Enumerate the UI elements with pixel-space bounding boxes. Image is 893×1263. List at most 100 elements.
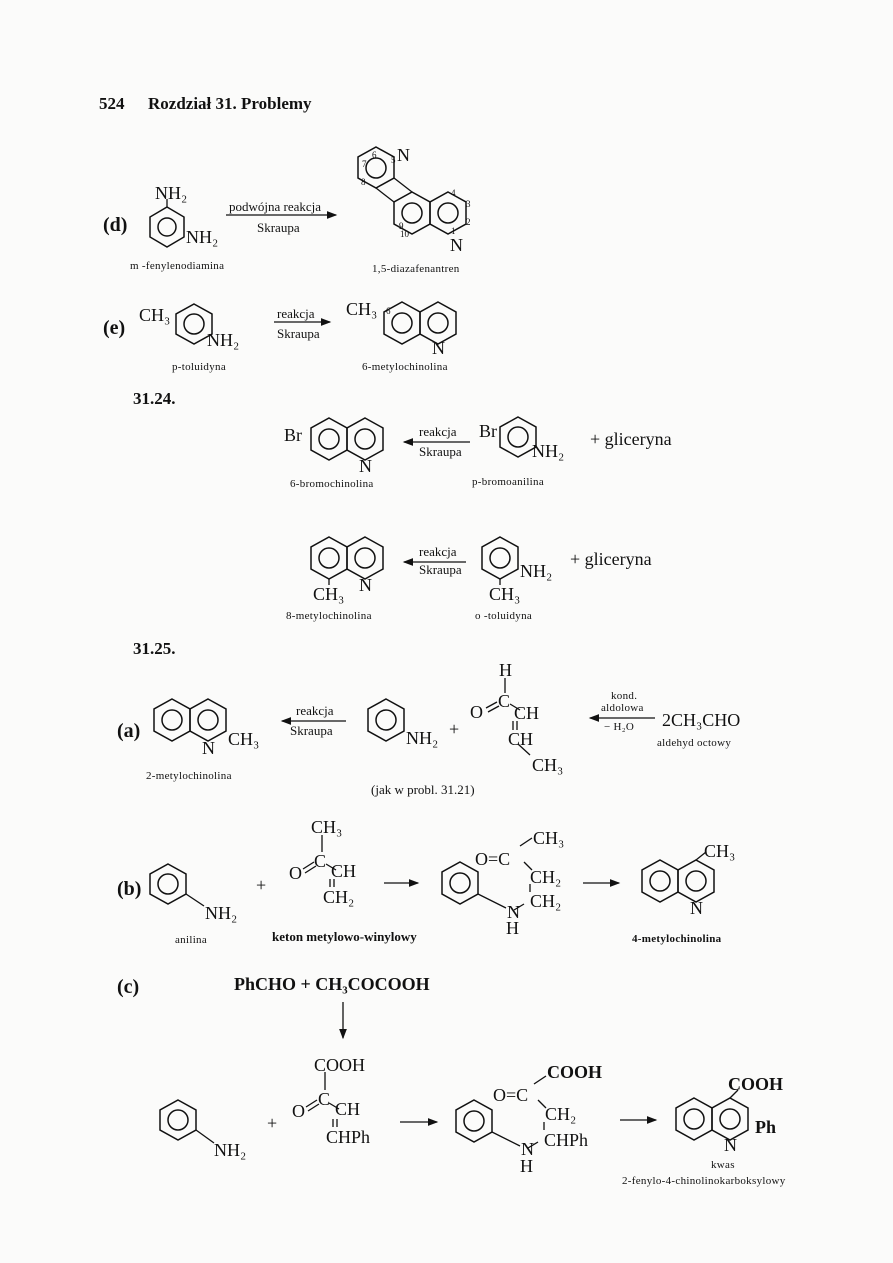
r2-arrow-bottom: Skraupa — [419, 562, 462, 577]
b-ketone-c: C — [314, 851, 327, 871]
b-int-ch2a: CH₂ — [530, 867, 562, 887]
label-c: (c) — [117, 976, 140, 998]
intermediate-c — [455, 1075, 547, 1149]
ring-num: 8 — [361, 177, 366, 187]
4-methylquinoline-rings — [641, 851, 715, 903]
c-product-name-2: 2-fenylo-4-chinolinokarboksylowy — [622, 1175, 786, 1187]
ring-num: 5 — [391, 155, 396, 165]
d-product-name: 1,5-diazafenantren — [372, 263, 460, 275]
c-int-chph: CHPh — [544, 1130, 589, 1150]
c-acid-cooh: COOH — [314, 1055, 366, 1075]
d-n-top: N — [397, 145, 410, 165]
ring-num: 4 — [451, 188, 456, 198]
d-arrow-bottom: Skraupa — [257, 220, 300, 235]
ring-num: 7 — [362, 159, 367, 169]
a-cond-top2: aldolowa — [601, 702, 644, 714]
b-ketone-o: O — [289, 863, 302, 883]
c-product-cooh: COOH — [728, 1074, 784, 1094]
a-product-n: N — [202, 738, 215, 758]
e-product-num: 6 — [386, 306, 391, 316]
6-methylquinoline-rings — [383, 301, 457, 345]
r1-arrow-bottom: Skraupa — [419, 444, 462, 459]
ring-num: 10 — [400, 229, 409, 239]
d-arrow-top: podwójna reakcja — [229, 199, 322, 214]
a-ald-ch3: CH₃ — [532, 755, 564, 775]
r1-product-n: N — [359, 456, 372, 476]
b-product-name: 4-metylochinolina — [632, 933, 722, 945]
d-nh2-top: NH₂ — [155, 183, 188, 203]
a-cond-bottom: − H₂O — [604, 721, 635, 733]
2-methylquinoline-rings — [153, 698, 227, 742]
c-int-n: N — [521, 1139, 534, 1159]
c-acid-c: C — [318, 1089, 331, 1109]
a-note: (jak w probl. 31.21) — [371, 782, 475, 797]
r2-reactant-ch3: CH₃ — [489, 584, 521, 604]
e-product-name: 6-metylochinolina — [362, 361, 448, 373]
c-product-name-1: kwas — [711, 1159, 735, 1171]
e-ch3: CH₃ — [139, 305, 171, 325]
c-int-h: H — [520, 1156, 533, 1176]
chapter-title: Rozdział 31. Problemy — [148, 94, 312, 113]
a-reagent: 2CH₃CHO — [662, 710, 741, 730]
ring-num: 9 — [399, 221, 404, 231]
o-toluidine-ring — [481, 536, 519, 585]
r1-reactant-nh2: NH₂ — [532, 441, 565, 461]
ring-num: 1 — [451, 226, 456, 236]
intermediate-b — [441, 837, 533, 911]
e-nh2: NH₂ — [207, 330, 240, 350]
r1-arrow-top: reakcja — [419, 424, 457, 439]
c-int-oc: O=C — [493, 1085, 529, 1105]
ring-num: 2 — [466, 217, 471, 227]
e-product-ch3: CH₃ — [346, 299, 378, 319]
6-bromoquinoline-rings — [310, 417, 384, 461]
d-nh2-side: NH₂ — [186, 227, 219, 247]
a-product-name: 2-metylochinolina — [146, 770, 232, 782]
r2-arrow-top: reakcja — [419, 544, 457, 559]
a-ald-c: C — [498, 691, 511, 711]
r2-product-name: 8-metylochinolina — [286, 610, 372, 622]
b-ketone-ch: CH — [331, 861, 357, 881]
a-arrow-bottom: Skraupa — [290, 723, 333, 738]
c-int-cooh: COOH — [547, 1062, 603, 1082]
c-aniline-nh2: NH₂ — [214, 1140, 247, 1160]
label-d: (d) — [103, 214, 128, 236]
aniline-ring-b — [149, 863, 205, 907]
c-product-n: N — [724, 1135, 737, 1155]
b-product-n: N — [690, 898, 703, 918]
b-ketone-ch2: CH₂ — [323, 887, 355, 907]
a-reagent-name: aldehyd octowy — [657, 737, 732, 749]
r1-reactant-name: p-bromoanilina — [472, 476, 545, 488]
c-int-ch2: CH₂ — [545, 1104, 577, 1124]
a-product-ch3: CH₃ — [228, 729, 260, 749]
b-int-oc: O=C — [475, 849, 511, 869]
product-c-rings — [675, 1089, 749, 1141]
r1-plus-glycerol: + gliceryna — [590, 429, 672, 449]
p-toluidine-ring — [175, 303, 213, 345]
e-reactant-name: p-toluidyna — [172, 361, 227, 373]
b-int-ch2b: CH₂ — [530, 891, 562, 911]
a-ald-o: O — [470, 702, 483, 722]
crotonaldehyde-bonds — [485, 678, 531, 756]
e-product-n: N — [432, 338, 445, 358]
b-int-n: N — [507, 902, 520, 922]
r2-product-ch3: CH₃ — [313, 584, 345, 604]
r2-plus-glycerol: + gliceryna — [570, 549, 652, 569]
r2-product-n: N — [359, 575, 372, 595]
b-ketone-ch3: CH₃ — [311, 817, 343, 837]
m-phenylenediamine-ring — [149, 199, 185, 248]
a-arrow-top: reakcja — [296, 703, 334, 718]
c-product-ph: Ph — [755, 1117, 777, 1137]
b-aniline-name: anilina — [175, 934, 208, 946]
r2-reactant-nh2: NH₂ — [520, 561, 553, 581]
d-n-bottom: N — [450, 235, 463, 255]
problem-31-25: 31.25. — [133, 639, 176, 658]
r1-reactant-br: Br — [479, 421, 497, 441]
ring-num: 6 — [372, 150, 377, 160]
diazaphenanthrene-rings — [357, 146, 467, 235]
b-aniline-nh2: NH₂ — [205, 903, 238, 923]
c-acid-o: O — [292, 1101, 305, 1121]
r2-reactant-name: o -toluidyna — [475, 610, 533, 622]
8-methylquinoline-rings — [310, 536, 384, 585]
acid-bonds — [305, 1072, 340, 1127]
